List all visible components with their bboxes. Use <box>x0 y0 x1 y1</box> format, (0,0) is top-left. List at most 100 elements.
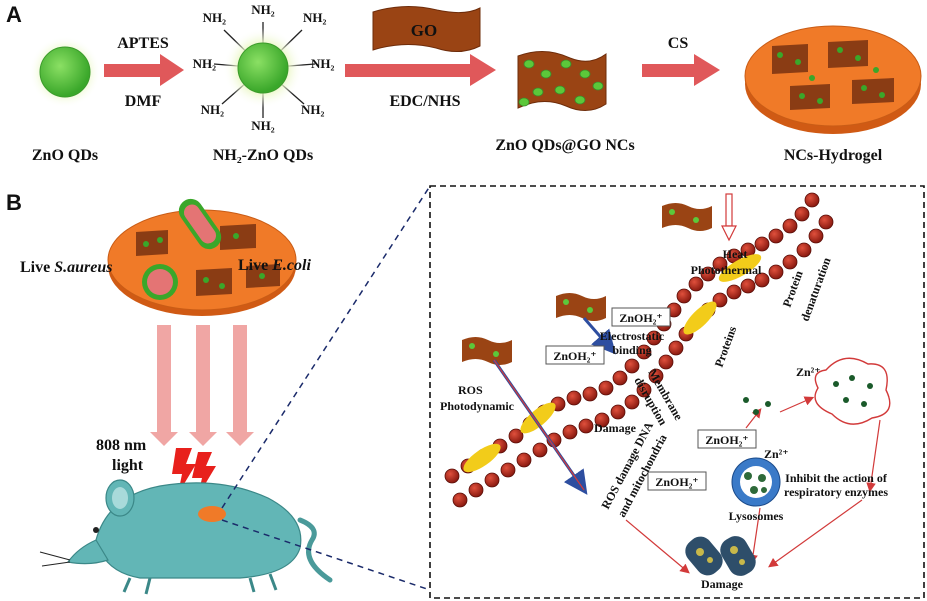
nh2-label-ne: NH₂ <box>303 10 327 25</box>
membrane-bead <box>794 206 810 222</box>
membrane-bead <box>712 292 728 308</box>
membrane-bead <box>624 358 640 374</box>
label-inhibit: Inhibit the action of <box>785 471 888 485</box>
membrane-bead <box>582 386 598 402</box>
pathway-arrows-red <box>625 396 881 574</box>
go-sheet-zoom-icons <box>462 203 712 365</box>
saureus-bacterium-icon <box>142 264 178 300</box>
zn-ion-cluster-icon <box>743 357 891 425</box>
membrane-bead <box>508 428 524 444</box>
membrane-bead <box>516 452 532 468</box>
label-protein: Protein <box>780 268 806 309</box>
membrane-bead <box>782 218 798 234</box>
label-zn-right: Zn²⁺ <box>796 365 821 379</box>
label-live-ecoli: Live E.coli <box>238 257 311 274</box>
membrane-bead <box>636 382 652 398</box>
label-respiratory: respiratory enzymes <box>784 485 888 499</box>
nh2-label-sw: NH₂ <box>201 102 225 117</box>
membrane-bead <box>688 276 704 292</box>
nh2-label-w: NH₂ <box>193 56 217 71</box>
caption-nh2-zno-qds: NH₂-ZnO QDs <box>213 147 313 164</box>
nir-light-arrows <box>150 325 254 446</box>
nh2-label-n: NH₂ <box>251 2 275 17</box>
membrane-bead <box>594 412 610 428</box>
membrane-bead <box>578 418 594 434</box>
label-binding: binding <box>612 343 651 357</box>
membrane-bead <box>532 442 548 458</box>
heat-arrow <box>721 193 737 242</box>
membrane-bead <box>768 228 784 244</box>
label-light: light <box>112 457 144 474</box>
membrane-bead <box>500 462 516 478</box>
label-proteins: Proteins <box>712 324 740 369</box>
ros-arrow-core <box>493 359 585 491</box>
label-808nm: 808 nm <box>96 437 147 454</box>
membrane-bead <box>712 256 728 272</box>
znoh-boxes <box>545 307 757 491</box>
membrane-bead <box>562 424 578 440</box>
membrane-bead <box>668 340 684 356</box>
label-zn-mid: Zn²⁺ <box>764 447 789 461</box>
label-edc-nhs: EDC/NHS <box>389 93 460 110</box>
label-ros: ROS <box>458 383 483 397</box>
membrane-bead <box>818 214 834 230</box>
nh2-zno-qd-icon <box>213 22 316 118</box>
label-lysosomes: Lysosomes <box>729 509 784 523</box>
nh2-label-nw: NH₂ <box>203 10 227 25</box>
label-znoh-top: ZnOH₂⁺ <box>619 311 662 325</box>
arrow-aptes <box>104 54 184 86</box>
protein-ellipses <box>463 254 762 473</box>
hydrogel-disc-icon <box>744 25 922 134</box>
label-denaturation: denaturation <box>798 255 834 323</box>
lightning-icon <box>172 448 216 496</box>
label-aptes: APTES <box>117 35 169 52</box>
label-znoh-low2: ZnOH₂⁺ <box>655 475 698 489</box>
membrane-bead <box>566 390 582 406</box>
label-znoh-mid: ZnOH₂⁺ <box>553 349 596 363</box>
membrane-bead <box>468 482 484 498</box>
nh2-label-se: NH₂ <box>301 102 325 117</box>
membrane-bead <box>624 394 640 410</box>
membrane-bead <box>658 354 674 370</box>
zno-go-nanocomposite-icon <box>517 51 607 111</box>
membrane-bead <box>598 380 614 396</box>
label-photothermal: Photothermal <box>691 263 762 277</box>
arrow-edc-nhs <box>345 54 496 86</box>
lysosome-icon <box>731 457 781 507</box>
zoom-panel-border <box>429 185 925 599</box>
membrane-bead <box>646 330 662 346</box>
membrane-bead <box>726 284 742 300</box>
label-go: GO <box>411 21 437 40</box>
label-damage-bottom: Damage <box>701 577 744 591</box>
caption-hydrogel: NCs-Hydrogel <box>784 147 883 164</box>
label-cs: CS <box>668 35 689 52</box>
label-dmf: DMF <box>125 93 162 110</box>
zno-qd-icon <box>29 36 101 108</box>
membrane-bead <box>676 288 692 304</box>
membrane-bead <box>754 236 770 252</box>
label-heat: Heat <box>723 247 748 261</box>
membrane-bead <box>808 228 824 244</box>
panel-b-letter: B <box>6 190 22 215</box>
label-znoh-low1: ZnOH₂⁺ <box>705 433 748 447</box>
label-photodynamic: Photodynamic <box>440 399 515 413</box>
membrane-bead <box>796 242 812 258</box>
nh2-label-e: NH₂ <box>311 56 335 71</box>
membrane-bead <box>754 272 770 288</box>
go-sheet-icon <box>372 5 481 52</box>
membrane-bead <box>804 192 820 208</box>
membrane-bead-chain <box>444 192 834 508</box>
membrane-bead <box>452 492 468 508</box>
caption-zno-qds: ZnO QDs <box>32 147 98 164</box>
label-live-saureus: Live S.aureus <box>20 259 112 276</box>
panel-a-letter: A <box>6 2 22 27</box>
zoom-lines <box>221 185 431 591</box>
membrane-bead <box>612 370 628 386</box>
nh2-label-s: NH₂ <box>251 118 275 133</box>
membrane-bead <box>700 266 716 282</box>
membrane-bead <box>782 254 798 270</box>
ecoli-bacterium-icon <box>178 198 222 250</box>
label-damage-mid: Damage <box>594 421 637 435</box>
label-electrostatic: Electrostatic <box>600 329 665 343</box>
